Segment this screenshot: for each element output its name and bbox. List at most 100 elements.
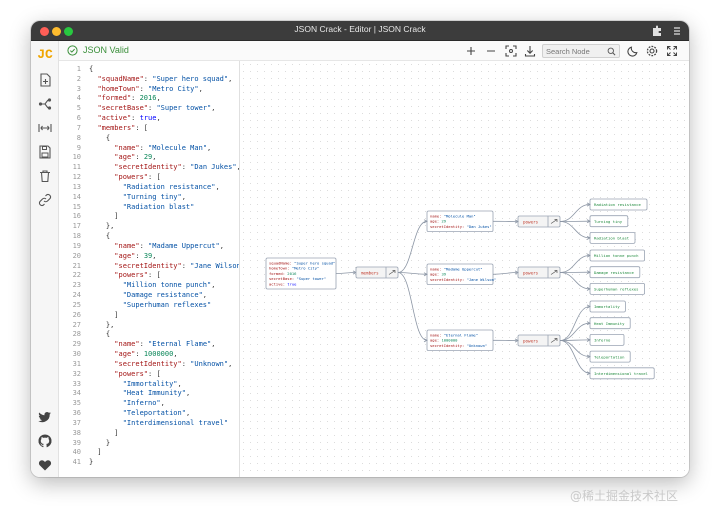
code-line[interactable]: 18 { — [59, 231, 239, 241]
code-line[interactable]: 17 }, — [59, 221, 239, 231]
code-line[interactable]: 2 "squadName": "Super hero squad", — [59, 74, 239, 84]
code-line[interactable]: 13 "Radiation resistance", — [59, 182, 239, 192]
code-line[interactable]: 9 "name": "Molecule Man", — [59, 143, 239, 153]
code-text: }, — [89, 222, 115, 231]
editor-header: JSON Valid — [59, 41, 240, 61]
code-line[interactable]: 33 "Immortality", — [59, 379, 239, 389]
code-line[interactable]: 25 "Superhuman reflexes" — [59, 300, 239, 310]
code-line[interactable]: 10 "age": 29, — [59, 152, 239, 162]
code-line[interactable]: 35 "Inferno", — [59, 398, 239, 408]
search-node-box[interactable] — [542, 44, 620, 58]
code-line[interactable]: 39 } — [59, 438, 239, 448]
edge-arrow — [586, 235, 591, 240]
fit-icon[interactable] — [37, 120, 53, 136]
code-text: { — [89, 133, 111, 142]
code-line[interactable]: 14 "Turning tiny", — [59, 192, 239, 202]
code-text: ] — [89, 428, 119, 437]
search-node-input[interactable] — [546, 46, 606, 57]
dark-mode-icon[interactable] — [626, 44, 640, 58]
new-file-icon[interactable] — [37, 72, 53, 88]
maximize-window-button[interactable] — [64, 27, 73, 36]
github-icon[interactable] — [37, 433, 53, 449]
trash-icon[interactable] — [37, 168, 53, 184]
code-line[interactable]: 21 "secretIdentity": "Jane Wilson", — [59, 261, 239, 271]
center-view-icon[interactable] — [504, 44, 518, 58]
extension-puzzle-icon[interactable] — [651, 25, 663, 37]
code-line[interactable]: 36 "Teleportation", — [59, 408, 239, 418]
code-line[interactable]: 27 }, — [59, 320, 239, 330]
code-line[interactable]: 28 { — [59, 329, 239, 339]
download-icon[interactable] — [523, 44, 537, 58]
power-label: Inferno — [594, 338, 611, 343]
code-line[interactable]: 22 "powers": [ — [59, 270, 239, 280]
minimize-window-button[interactable] — [52, 27, 61, 36]
graph-canvas[interactable]: squadName: "Super hero squad"homeTown: "… — [240, 61, 689, 477]
code-line[interactable]: 38 ] — [59, 428, 239, 438]
save-icon[interactable] — [37, 144, 53, 160]
heart-icon[interactable] — [37, 457, 53, 473]
code-text: "age": 39, — [114, 251, 157, 260]
code-line[interactable]: 41} — [59, 457, 239, 467]
json-graph[interactable]: squadName: "Super hero squad"homeTown: "… — [240, 61, 689, 477]
code-line[interactable]: 6 "active": true, — [59, 113, 239, 123]
edge-arrow — [423, 219, 428, 224]
search-icon[interactable] — [607, 47, 616, 56]
power-label: Interdimensional travel — [594, 371, 648, 376]
code-line[interactable]: 5 "secretBase": "Super tower", — [59, 103, 239, 113]
zoom-out-icon[interactable] — [484, 44, 498, 58]
line-number: 12 — [72, 173, 81, 182]
code-text: { — [89, 65, 94, 73]
array-label: powers — [523, 338, 539, 343]
code-line[interactable]: 8 { — [59, 133, 239, 143]
code-line[interactable]: 15 "Radiation blast" — [59, 202, 239, 212]
code-line[interactable]: 40 ] — [59, 447, 239, 457]
code-line[interactable]: 16 ] — [59, 211, 239, 221]
code-line[interactable]: 24 "Damage resistance", — [59, 290, 239, 300]
node-field: age: 1000000 — [430, 338, 458, 343]
json-editor[interactable]: 1{2 "squadName": "Super hero squad",3 "h… — [59, 61, 240, 477]
code-line[interactable]: 34 "Heat Immunity", — [59, 388, 239, 398]
code-line[interactable]: 11 "secretIdentity": "Dan Jukes", — [59, 162, 239, 172]
expand-icon[interactable] — [550, 338, 558, 343]
expand-icon[interactable] — [550, 270, 558, 275]
line-number: 4 — [76, 94, 81, 103]
power-label: Million tonne punch — [594, 253, 639, 258]
graph-edge — [559, 322, 591, 341]
code-line[interactable]: 19 "name": "Madame Uppercut", — [59, 241, 239, 251]
code-line[interactable]: 7 "members": [ — [59, 123, 239, 133]
code-line[interactable]: 32 "powers": [ — [59, 369, 239, 379]
code-line[interactable]: 1{ — [59, 64, 239, 74]
code-line[interactable]: 20 "age": 39, — [59, 251, 239, 261]
close-window-button[interactable] — [40, 27, 49, 36]
code-text: "name": "Eternal Flame", — [114, 340, 216, 349]
code-text: "Teleportation", — [122, 409, 191, 418]
graph-edge — [559, 340, 591, 374]
code-text: "Million tonne punch", — [122, 281, 216, 290]
line-number: 21 — [72, 261, 81, 270]
code-text: "members": [ — [97, 123, 149, 132]
settings-icon[interactable] — [645, 44, 659, 58]
node-field: secretIdentity: "Unknown" — [430, 343, 487, 348]
code-line[interactable]: 31 "secretIdentity": "Unknown", — [59, 359, 239, 369]
expand-icon[interactable] — [388, 270, 396, 275]
code-line[interactable]: 4 "formed": 2016, — [59, 93, 239, 103]
graph-direction-icon[interactable] — [37, 96, 53, 112]
code-line[interactable]: 29 "name": "Eternal Flame", — [59, 339, 239, 349]
twitter-icon[interactable] — [37, 409, 53, 425]
code-line[interactable]: 3 "homeTown": "Metro City", — [59, 84, 239, 94]
code-line[interactable]: 30 "age": 1000000, — [59, 349, 239, 359]
code-line[interactable]: 37 "Interdimensional travel" — [59, 418, 239, 428]
share-link-icon[interactable] — [37, 192, 53, 208]
line-number: 22 — [72, 271, 81, 280]
code-line[interactable]: 26 ] — [59, 310, 239, 320]
line-number: 3 — [76, 84, 81, 93]
zoom-in-icon[interactable] — [464, 44, 478, 58]
code-text: "Superhuman reflexes" — [122, 300, 212, 309]
graph-edge — [559, 221, 591, 239]
code-text: "secretIdentity": "Dan Jukes", — [114, 163, 239, 172]
fullscreen-icon[interactable] — [665, 44, 679, 58]
code-line[interactable]: 23 "Million tonne punch", — [59, 280, 239, 290]
expand-icon[interactable] — [550, 219, 558, 224]
menu-icon[interactable] — [671, 25, 683, 37]
code-line[interactable]: 12 "powers": [ — [59, 172, 239, 182]
